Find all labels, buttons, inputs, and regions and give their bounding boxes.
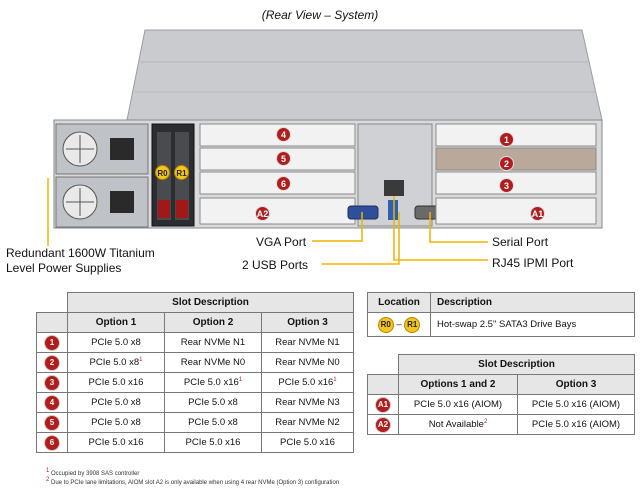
header-option-3: Option 3 xyxy=(261,312,354,333)
slot-6-marker: 6 xyxy=(44,434,60,451)
slot-4-marker: 4 xyxy=(44,394,60,411)
footnote-ref: 1 xyxy=(238,376,243,383)
badge-slot-5: 5 xyxy=(276,151,291,166)
badge-slot-3: 3 xyxy=(499,178,514,193)
vga-connector xyxy=(347,205,379,220)
table-row: 5 PCIe 5.0 x8 PCIe 5.0 x8 Rear NVMe N2 xyxy=(36,412,354,433)
a2-marker: A2 xyxy=(375,416,391,433)
slot-1-option-3: Rear NVMe N1 xyxy=(261,332,354,353)
aiom-slot-table: Slot Description Options 1 and 2 Option … xyxy=(367,354,635,435)
table-row: 6 PCIe 5.0 x16 PCIe 5.0 x16 PCIe 5.0 x16 xyxy=(36,432,354,453)
slot-2-option-1: PCIe 5.0 x81 xyxy=(67,352,165,373)
badge-r1: R1 xyxy=(174,165,189,180)
table-row: A1 PCIe 5.0 x16 (AIOM) PCIe 5.0 x16 (AIO… xyxy=(367,394,635,415)
badge-r0: R0 xyxy=(155,165,170,180)
slot-description-table: Slot Description Option 1 Option 2 Optio… xyxy=(36,292,354,453)
slot-6-option-2: PCIe 5.0 x16 xyxy=(164,432,262,453)
badge-slot-2: 2 xyxy=(499,156,514,171)
ipmi-port-callout: RJ45 IPMI Port xyxy=(492,256,574,270)
table-row: 3 PCIe 5.0 x16 PCIe 5.0 x161 PCIe 5.0 x1… xyxy=(36,372,354,393)
slot-3-option-1: PCIe 5.0 x16 xyxy=(67,372,165,393)
aiom-table-title: Slot Description xyxy=(398,354,635,375)
usb-ports-callout: 2 USB Ports xyxy=(242,258,309,272)
vga-port-callout: VGA Port xyxy=(256,235,307,249)
footnote-ref: 2 xyxy=(483,418,488,425)
slot-1-marker: 1 xyxy=(44,334,60,351)
serial-port-callout: Serial Port xyxy=(492,235,549,249)
slot-6-option-1: PCIe 5.0 x16 xyxy=(67,432,165,453)
slot-4-option-1: PCIe 5.0 x8 xyxy=(67,392,165,413)
slot-5-marker: 5 xyxy=(44,414,60,431)
footnote-1: 1 Occupied by 3908 SAS controller xyxy=(46,468,140,477)
slot-3-option-2: PCIe 5.0 x161 xyxy=(164,372,262,393)
table-row: A2 Not Available2 PCIe 5.0 x16 (AIOM) xyxy=(367,414,635,435)
badge-a1: A1 xyxy=(530,206,545,221)
header-location: Location xyxy=(367,292,431,313)
slot-2-option-2: Rear NVMe N0 xyxy=(164,352,262,373)
slot-1-option-2: Rear NVMe N1 xyxy=(164,332,262,353)
a1-option-3: PCIe 5.0 x16 (AIOM) xyxy=(517,394,635,415)
badge-a2: A2 xyxy=(255,206,270,221)
table-row: 4 PCIe 5.0 x8 PCIe 5.0 x8 Rear NVMe N3 xyxy=(36,392,354,413)
power-supply-units xyxy=(55,123,149,228)
rj45-port xyxy=(384,180,404,196)
a1-options-1-2: PCIe 5.0 x16 (AIOM) xyxy=(398,394,518,415)
badge-slot-4: 4 xyxy=(276,127,291,142)
badge-slot-1: 1 xyxy=(499,132,514,147)
r0-marker: R0 xyxy=(377,316,394,333)
right-riser-slots xyxy=(435,123,597,225)
header-aiom-option-3: Option 3 xyxy=(517,374,635,395)
table-row: R0 – R1 Hot-swap 2.5" SATA3 Drive Bays xyxy=(367,312,635,337)
footnote-ref: 1 xyxy=(139,356,143,363)
slot-2-marker: 2 xyxy=(44,354,60,371)
a2-options-1-2: Not Available2 xyxy=(398,414,518,435)
slot-5-option-2: PCIe 5.0 x8 xyxy=(164,412,262,433)
leader-lines xyxy=(47,178,488,265)
a1-marker: A1 xyxy=(375,396,391,413)
slot-table-title: Slot Description xyxy=(67,292,354,313)
r1-marker: R1 xyxy=(404,316,421,333)
page-title: (Rear View – System) xyxy=(261,8,379,22)
header-option-2: Option 2 xyxy=(164,312,262,333)
header-description: Description xyxy=(430,292,635,313)
footnote-ref: 1 xyxy=(333,376,337,383)
slot-3-marker: 3 xyxy=(44,374,60,391)
location-range: R0 – R1 xyxy=(367,312,431,337)
a2-option-3: PCIe 5.0 x16 (AIOM) xyxy=(517,414,635,435)
header-option-1: Option 1 xyxy=(67,312,165,333)
power-supply-callout: Redundant 1600W Titanium Level Power Sup… xyxy=(6,246,155,275)
slot-6-option-3: PCIe 5.0 x16 xyxy=(261,432,354,453)
slot-4-option-3: Rear NVMe N3 xyxy=(261,392,354,413)
slot-1-option-1: PCIe 5.0 x8 xyxy=(67,332,165,353)
table-row: 1 PCIe 5.0 x8 Rear NVMe N1 Rear NVMe N1 xyxy=(36,332,354,353)
badge-slot-6: 6 xyxy=(276,176,291,191)
slot-5-option-1: PCIe 5.0 x8 xyxy=(67,412,165,433)
location-table: Location Description R0 – R1 Hot-swap 2.… xyxy=(367,292,635,337)
slot-5-option-3: Rear NVMe N2 xyxy=(261,412,354,433)
drive-bay-description: Hot-swap 2.5" SATA3 Drive Bays xyxy=(430,312,635,337)
usb-ports xyxy=(388,200,398,220)
slot-2-option-3: Rear NVMe N0 xyxy=(261,352,354,373)
table-row: 2 PCIe 5.0 x81 Rear NVMe N0 Rear NVMe N0 xyxy=(36,352,354,373)
footnote-2: 2 Due to PCIe lane limitations, AIOM slo… xyxy=(46,477,340,486)
slot-4-option-2: PCIe 5.0 x8 xyxy=(164,392,262,413)
slot-3-option-3: PCIe 5.0 x161 xyxy=(261,372,354,393)
header-options-1-2: Options 1 and 2 xyxy=(398,374,518,395)
